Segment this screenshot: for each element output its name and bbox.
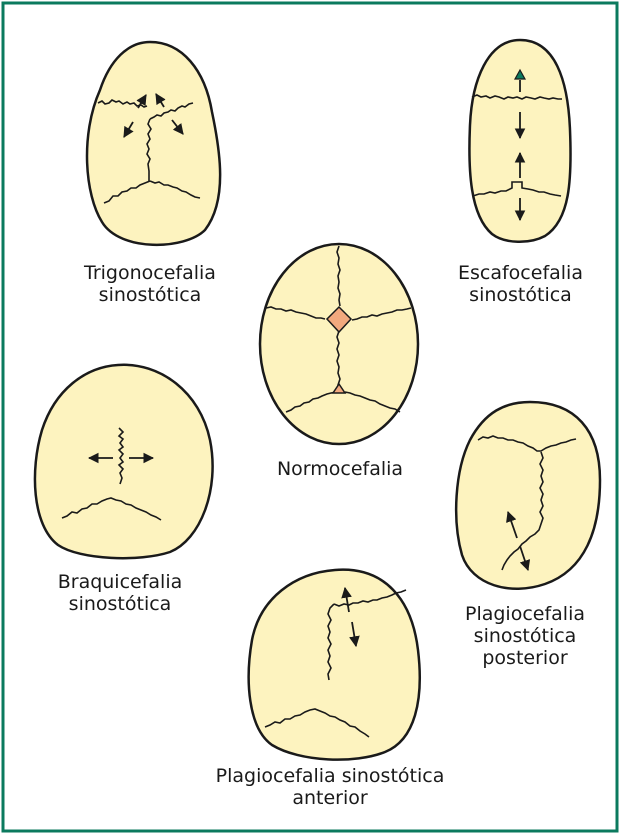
label-plagiocefalia-anterior: Plagiocefalia sinostótica anterior [180, 765, 480, 809]
label-escafocefalia: Escafocefalia sinostótica [423, 262, 618, 306]
label-line: Braquicefalia [20, 571, 220, 593]
label-plagiocefalia-posterior: Plagiocefalia sinostótica posterior [435, 603, 615, 669]
label-normocefalia: Normocefalia [250, 458, 430, 480]
label-line: Plagiocefalia [435, 603, 615, 625]
label-braquicefalia: Braquicefalia sinostótica [20, 571, 220, 615]
skull-outline [87, 42, 220, 245]
skull-escafocefalia [469, 40, 570, 242]
label-line: anterior [180, 787, 480, 809]
label-line: sinostótica [423, 284, 618, 306]
skull-normocefalia [260, 244, 418, 444]
skull-braquicefalia [35, 365, 213, 558]
skull-trigonocefalia [87, 42, 220, 245]
label-line: Escafocefalia [423, 262, 618, 284]
label-line: Trigonocefalia [50, 262, 250, 284]
label-line: Normocefalia [250, 458, 430, 480]
label-trigonocefalia: Trigonocefalia sinostótica [50, 262, 250, 306]
skull-outline [456, 402, 600, 589]
label-line: sinostótica [50, 284, 250, 306]
label-line: posterior [435, 647, 615, 669]
label-line: sinostótica [435, 625, 615, 647]
skull-outline [35, 365, 213, 558]
skull-plagiocefalia-posterior [456, 402, 600, 589]
skull-outline [249, 570, 420, 760]
label-line: sinostótica [20, 593, 220, 615]
label-line: Plagiocefalia sinostótica [180, 765, 480, 787]
skull-plagiocefalia-anterior [249, 570, 420, 760]
